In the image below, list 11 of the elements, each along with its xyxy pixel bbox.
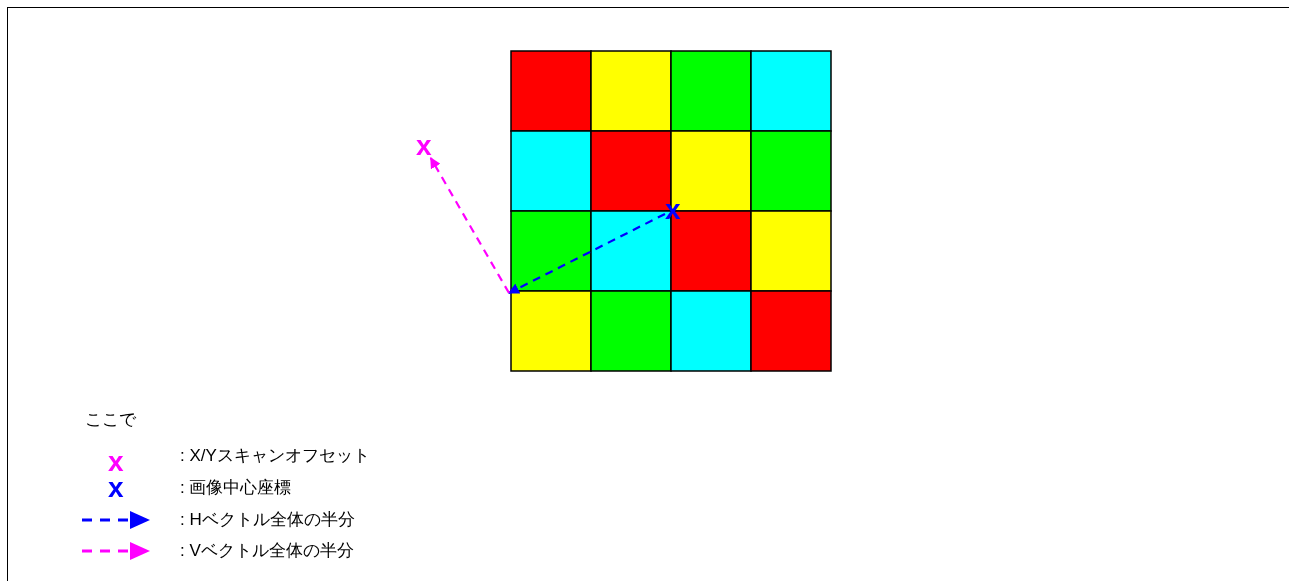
cross-marker: x: [416, 134, 432, 158]
dashed-arrow: [429, 157, 510, 294]
legend-text: : Hベクトル全体の半分: [180, 510, 355, 530]
cross-marker: x: [665, 198, 681, 222]
legend-marker: x: [108, 450, 124, 474]
legend-marker: x: [108, 476, 124, 500]
legend-text: : Vベクトル全体の半分: [180, 541, 354, 561]
legend-text: : 画像中心座標: [180, 478, 292, 498]
legend-heading: ここで: [85, 410, 136, 430]
legend-text: : X/Yスキャンオフセット: [180, 446, 370, 466]
dashed-arrow: [508, 212, 666, 294]
